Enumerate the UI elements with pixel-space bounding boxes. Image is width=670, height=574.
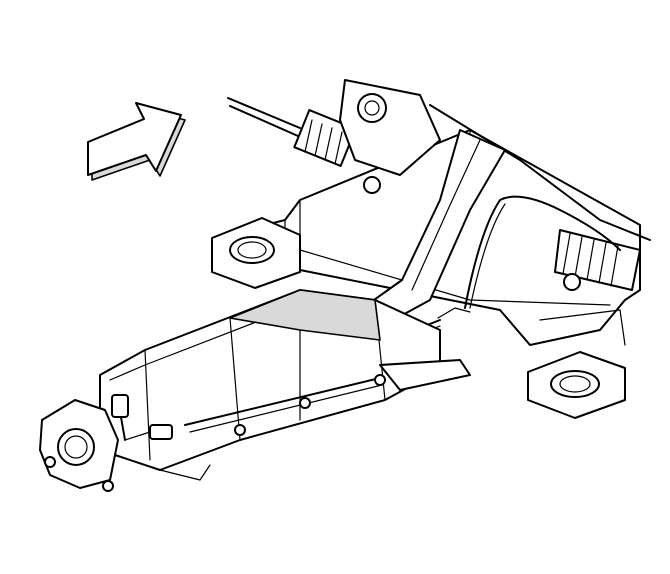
support-rod [184,374,386,436]
direction-arrow-icon [87,102,186,181]
catalytic-converter [99,289,471,481]
right-mount-bracket [527,351,626,419]
left-mount-bracket [211,217,301,289]
steering-gear [227,79,651,291]
inlet-flange [39,399,119,492]
oxygen-sensor [111,394,173,441]
